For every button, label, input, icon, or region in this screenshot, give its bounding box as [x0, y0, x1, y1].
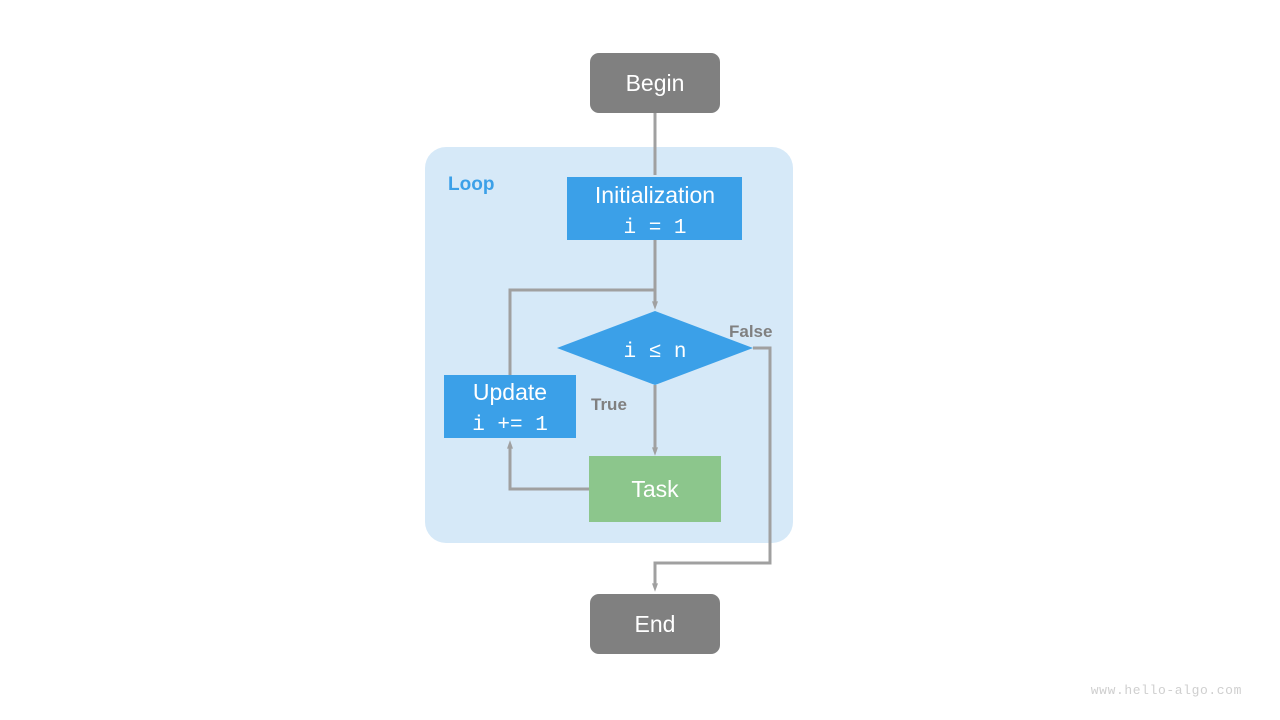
node-initialization-label: Initialization — [595, 182, 715, 208]
node-initialization-code: i = 1 — [623, 217, 686, 240]
node-end-label: End — [635, 611, 676, 637]
edge-condition-false-to-end — [652, 346, 772, 592]
loop-group-label: Loop — [448, 174, 494, 195]
site-watermark: www.hello-algo.com — [1090, 683, 1242, 698]
node-task[interactable]: Task — [589, 456, 721, 522]
edge-label-false: False — [729, 322, 772, 341]
node-initialization[interactable]: Initialization i = 1 — [567, 177, 742, 240]
node-update-label: Update — [473, 379, 547, 405]
node-task-label: Task — [631, 476, 679, 502]
node-update-code: i += 1 — [472, 414, 548, 437]
node-begin[interactable]: Begin — [590, 53, 720, 113]
node-condition-label: i ≤ n — [623, 341, 686, 364]
node-condition[interactable]: i ≤ n — [557, 311, 753, 385]
node-begin-label: Begin — [626, 70, 685, 96]
edge-update-to-condition — [508, 288, 657, 377]
edge-label-true: True — [591, 395, 627, 414]
node-end[interactable]: End — [590, 594, 720, 654]
node-update[interactable]: Update i += 1 — [444, 375, 576, 438]
edge-task-to-update — [506, 440, 589, 491]
